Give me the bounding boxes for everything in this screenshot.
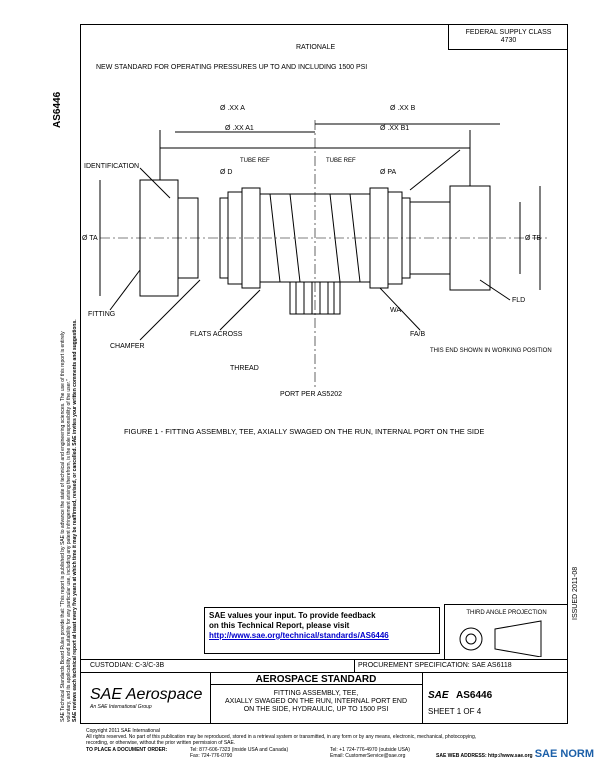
label-port: PORT PER AS5202 bbox=[280, 391, 342, 398]
standard-title: AEROSPACE STANDARD bbox=[255, 674, 377, 685]
rights-text-2: recording, or otherwise, without the pri… bbox=[86, 740, 236, 746]
email: Email: CustomerService@sae.org bbox=[330, 753, 406, 759]
fitting-drawing: Ø .XX A Ø .XX B Ø .XX A1 Ø .XX B1 TUBE R… bbox=[82, 105, 552, 398]
label-dim-a2: Ø .XX A1 bbox=[225, 125, 254, 132]
projection-label: THIRD ANGLE PROJECTION bbox=[466, 610, 547, 616]
desc-line-3: ON THE SIDE, HYDRAULIC, UP TO 1500 PSI bbox=[243, 706, 389, 713]
label-dia-ta: Ø TA bbox=[82, 235, 98, 242]
feedback-link[interactable]: http://www.sae.org/technical/standards/A… bbox=[209, 631, 389, 640]
label-dia-pa: Ø PA bbox=[380, 169, 397, 176]
tb-vline-2 bbox=[210, 672, 211, 724]
label-dia-d: Ø D bbox=[220, 169, 232, 176]
label-tube-ref-r: TUBE REF bbox=[326, 158, 356, 164]
label-dia-tb: Ø TB bbox=[525, 235, 542, 242]
tel-1: Tel: 877-606-7323 (inside USA and Canada… bbox=[190, 747, 289, 753]
custodian: CUSTODIAN: C-3/C-3B bbox=[90, 662, 165, 669]
fed-box-line2: 4730 bbox=[500, 37, 517, 44]
desc-line-1: FITTING ASSEMBLY, TEE, bbox=[273, 690, 359, 697]
label-ident: IDENTIFICATION bbox=[84, 163, 139, 170]
feedback-line1: SAE values your input. To provide feedba… bbox=[209, 611, 376, 620]
watermark-brand: SAE NORM bbox=[534, 748, 594, 760]
sae-aerospace-logo: SAE Aerospace An SAE International Group bbox=[90, 686, 202, 710]
label-chamfer: CHAMFER bbox=[110, 343, 145, 350]
doc-number: AS6446 bbox=[456, 690, 493, 701]
projection-box: THIRD ANGLE PROJECTION bbox=[444, 604, 568, 660]
label-flats: FLATS ACROSS bbox=[190, 331, 243, 338]
fax: Fax: 724-776-0790 bbox=[190, 753, 233, 759]
label-dim-b2: Ø .XX B1 bbox=[380, 125, 409, 132]
projection-symbol bbox=[459, 620, 542, 658]
side-tag: AS6446 bbox=[52, 91, 63, 128]
fed-box: FEDERAL SUPPLY CLASS 4730 bbox=[448, 24, 568, 50]
label-dim-a-top: Ø .XX A bbox=[220, 105, 245, 112]
tb-line-2 bbox=[80, 672, 568, 673]
desc-line-2: AXIALLY SWAGED ON THE RUN, INTERNAL PORT… bbox=[224, 698, 408, 705]
label-note: THIS END SHOWN IN WORKING POSITION bbox=[430, 348, 552, 354]
rights-text: All rights reserved. No part of this pub… bbox=[86, 734, 477, 740]
logo-text: SAE Aerospace bbox=[90, 686, 203, 703]
label-dim-b-top: Ø .XX B bbox=[390, 105, 416, 112]
drawing-frame bbox=[80, 24, 568, 724]
tb-vline-1 bbox=[354, 659, 355, 672]
label-fab: FA/B bbox=[410, 331, 426, 338]
web-address: SAE WEB ADDRESS: http://www.sae.org bbox=[436, 753, 533, 759]
issued-date: ISSUED 2011-08 bbox=[572, 566, 579, 620]
label-wa: WA bbox=[390, 307, 401, 314]
margin-text-3: SAE reviews each technical report at lea… bbox=[72, 319, 78, 722]
label-fitting: FITTING bbox=[88, 311, 115, 318]
tb-vline-3 bbox=[422, 672, 423, 724]
logo-sub: An SAE International Group bbox=[90, 704, 152, 710]
sae-label: SAE bbox=[428, 690, 449, 701]
procurement: PROCUREMENT SPECIFICATION: SAE AS6118 bbox=[358, 662, 512, 669]
tb-line-1 bbox=[80, 659, 568, 660]
label-thread: THREAD bbox=[230, 365, 259, 372]
copyright: Copyright 2011 SAE International bbox=[86, 728, 160, 734]
feedback-line2: on this Technical Report, please visit bbox=[209, 621, 350, 630]
feedback-box: SAE values your input. To provide feedba… bbox=[204, 607, 440, 654]
rationale-title: RATIONALE bbox=[296, 44, 336, 51]
fed-box-line1: FEDERAL SUPPLY CLASS bbox=[465, 29, 552, 36]
tel-2: Tel: +1 724-776-4970 (outside USA) bbox=[330, 747, 410, 753]
rationale-text: NEW STANDARD FOR OPERATING PRESSURES UP … bbox=[96, 64, 368, 71]
tb-line-3 bbox=[210, 684, 422, 685]
sheet-number: SHEET 1 OF 4 bbox=[428, 707, 482, 716]
label-fld: FLD bbox=[512, 297, 525, 304]
figure-caption: FIGURE 1 - FITTING ASSEMBLY, TEE, AXIALL… bbox=[124, 427, 485, 436]
order-label: TO PLACE A DOCUMENT ORDER: bbox=[86, 747, 168, 753]
label-tube-ref-l: TUBE REF bbox=[240, 158, 270, 164]
